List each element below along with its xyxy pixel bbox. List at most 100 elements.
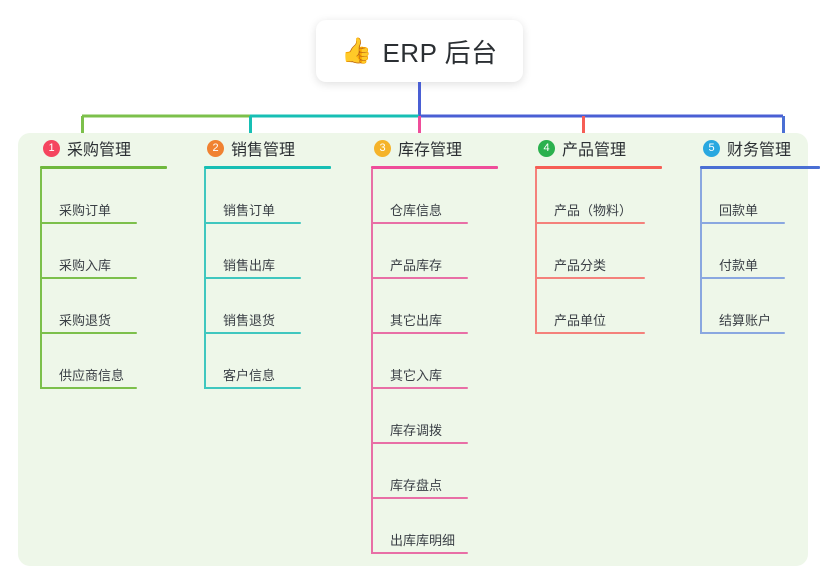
- tree-item[interactable]: 供应商信息: [40, 334, 167, 389]
- tree-item-label: 仓库信息: [390, 203, 443, 218]
- tree-item-label: 产品分类: [554, 258, 607, 273]
- tree-item[interactable]: 结算账户: [700, 279, 820, 334]
- tree-item-underline: [700, 277, 785, 279]
- tree-item-underline: [700, 222, 785, 224]
- tree-item-label: 库存调拨: [390, 423, 443, 438]
- tree-item-label: 采购入库: [59, 258, 112, 273]
- tree-item-label: 客户信息: [223, 368, 276, 383]
- tree-item[interactable]: 采购入库: [40, 224, 167, 279]
- tree-item[interactable]: 销售退货: [204, 279, 331, 334]
- column-4: 4 产品管理产品（物料） 产品分类产品单位: [535, 133, 662, 334]
- column-header-underline: [204, 166, 331, 169]
- tree-item-underline: [204, 277, 301, 279]
- tree-item-underline: [40, 332, 137, 334]
- tree-item-underline: [535, 277, 645, 279]
- column-title: 采购管理: [67, 142, 132, 159]
- column-header-underline: [40, 166, 167, 169]
- tree-item-underline: [535, 222, 645, 224]
- column-1: 1 采购管理采购订单采购入库采购退货供应商信息: [40, 133, 167, 389]
- column-spine-line: [40, 169, 42, 389]
- badge-number-icon: 2: [207, 139, 224, 157]
- tree-item-label: 采购退货: [59, 313, 112, 328]
- root-node-erp-backend[interactable]: 👍 ERP 后台: [316, 20, 523, 82]
- tree-item-underline: [204, 387, 301, 389]
- tree-item[interactable]: 库存调拨: [371, 389, 498, 444]
- tree-item-underline: [371, 387, 468, 389]
- column-items: 采购订单采购入库采购退货供应商信息: [40, 169, 167, 389]
- tree-item[interactable]: 出库库明细: [371, 499, 498, 554]
- column-items: 产品（物料） 产品分类产品单位: [535, 169, 662, 334]
- tree-item-label: 库存盘点: [390, 478, 443, 493]
- tree-item[interactable]: 其它出库: [371, 279, 498, 334]
- column-header-1[interactable]: 1 采购管理: [40, 133, 167, 163]
- tree-item[interactable]: 产品单位: [535, 279, 662, 334]
- tree-item[interactable]: 采购订单: [40, 169, 167, 224]
- tree-item-label: 供应商信息: [59, 368, 125, 383]
- badge-number-icon: 4: [538, 139, 555, 157]
- tree-item[interactable]: 销售订单: [204, 169, 331, 224]
- tree-item-label: 付款单: [719, 258, 759, 273]
- tree-item[interactable]: 产品（物料）: [535, 169, 662, 224]
- tree-item[interactable]: 客户信息: [204, 334, 331, 389]
- badge-number-icon: 1: [43, 139, 60, 157]
- tree-item-label: 其它出库: [390, 313, 443, 328]
- tree-item-label: 销售订单: [223, 203, 276, 218]
- tree-item-underline: [371, 442, 468, 444]
- tree-item-label: 采购订单: [59, 203, 112, 218]
- column-title: 财务管理: [727, 142, 792, 159]
- branch-panel: 1 采购管理采购订单采购入库采购退货供应商信息 2 销售管理销售订单销售出库销售退货客…: [18, 133, 820, 566]
- column-items: 销售订单销售出库销售退货客户信息: [204, 169, 331, 389]
- root-node-label: ERP 后台: [382, 37, 498, 68]
- tree-item-underline: [40, 387, 137, 389]
- column-header-5[interactable]: 5 财务管理: [700, 133, 820, 163]
- tree-item[interactable]: 采购退货: [40, 279, 167, 334]
- badge-number-icon: 3: [374, 139, 391, 157]
- tree-item[interactable]: 付款单: [700, 224, 820, 279]
- tree-item-underline: [40, 222, 137, 224]
- column-header-3[interactable]: 3 库存管理: [371, 133, 498, 163]
- tree-item[interactable]: 产品分类: [535, 224, 662, 279]
- tree-item[interactable]: 仓库信息: [371, 169, 498, 224]
- column-spine-line: [371, 169, 373, 554]
- thumbs-up-icon: 👍: [341, 36, 373, 65]
- column-spine-line: [700, 169, 702, 334]
- column-3: 3 库存管理仓库信息产品库存其它出库其它入库库存调拨库存盘点出库库明细: [371, 133, 498, 554]
- tree-item-underline: [371, 222, 468, 224]
- tree-item-label: 销售退货: [223, 313, 276, 328]
- badge-number-icon: 5: [703, 139, 720, 157]
- column-items: 仓库信息产品库存其它出库其它入库库存调拨库存盘点出库库明细: [371, 169, 498, 554]
- column-items: 回款单付款单结算账户: [700, 169, 820, 334]
- tree-item-underline: [371, 277, 468, 279]
- tree-item-underline: [371, 332, 468, 334]
- tree-item-underline: [40, 277, 137, 279]
- tree-item-underline: [204, 222, 301, 224]
- column-title: 销售管理: [231, 142, 296, 159]
- column-header-4[interactable]: 4 产品管理: [535, 133, 662, 163]
- tree-item[interactable]: 产品库存: [371, 224, 498, 279]
- tree-item-label: 产品单位: [554, 313, 607, 328]
- tree-item[interactable]: 库存盘点: [371, 444, 498, 499]
- column-title: 库存管理: [398, 142, 463, 159]
- column-header-underline: [700, 166, 820, 169]
- tree-item-label: 销售出库: [223, 258, 276, 273]
- tree-item[interactable]: 销售出库: [204, 224, 331, 279]
- column-header-2[interactable]: 2 销售管理: [204, 133, 331, 163]
- column-2: 2 销售管理销售订单销售出库销售退货客户信息: [204, 133, 331, 389]
- column-title: 产品管理: [562, 142, 627, 159]
- column-spine-line: [535, 169, 537, 334]
- column-5: 5 财务管理回款单付款单结算账户: [700, 133, 820, 334]
- tree-item-underline: [535, 332, 645, 334]
- column-header-underline: [535, 166, 662, 169]
- column-header-underline: [371, 166, 498, 169]
- tree-item-label: 其它入库: [390, 368, 443, 383]
- tree-item-underline: [371, 497, 468, 499]
- column-spine-line: [204, 169, 206, 389]
- tree-item-label: 产品库存: [390, 258, 443, 273]
- tree-item-underline: [371, 552, 468, 554]
- tree-item[interactable]: 其它入库: [371, 334, 498, 389]
- tree-item-label: 回款单: [719, 203, 759, 218]
- tree-item-label: 出库库明细: [390, 533, 456, 548]
- tree-item-label: 产品（物料）: [554, 203, 633, 218]
- tree-item[interactable]: 回款单: [700, 169, 820, 224]
